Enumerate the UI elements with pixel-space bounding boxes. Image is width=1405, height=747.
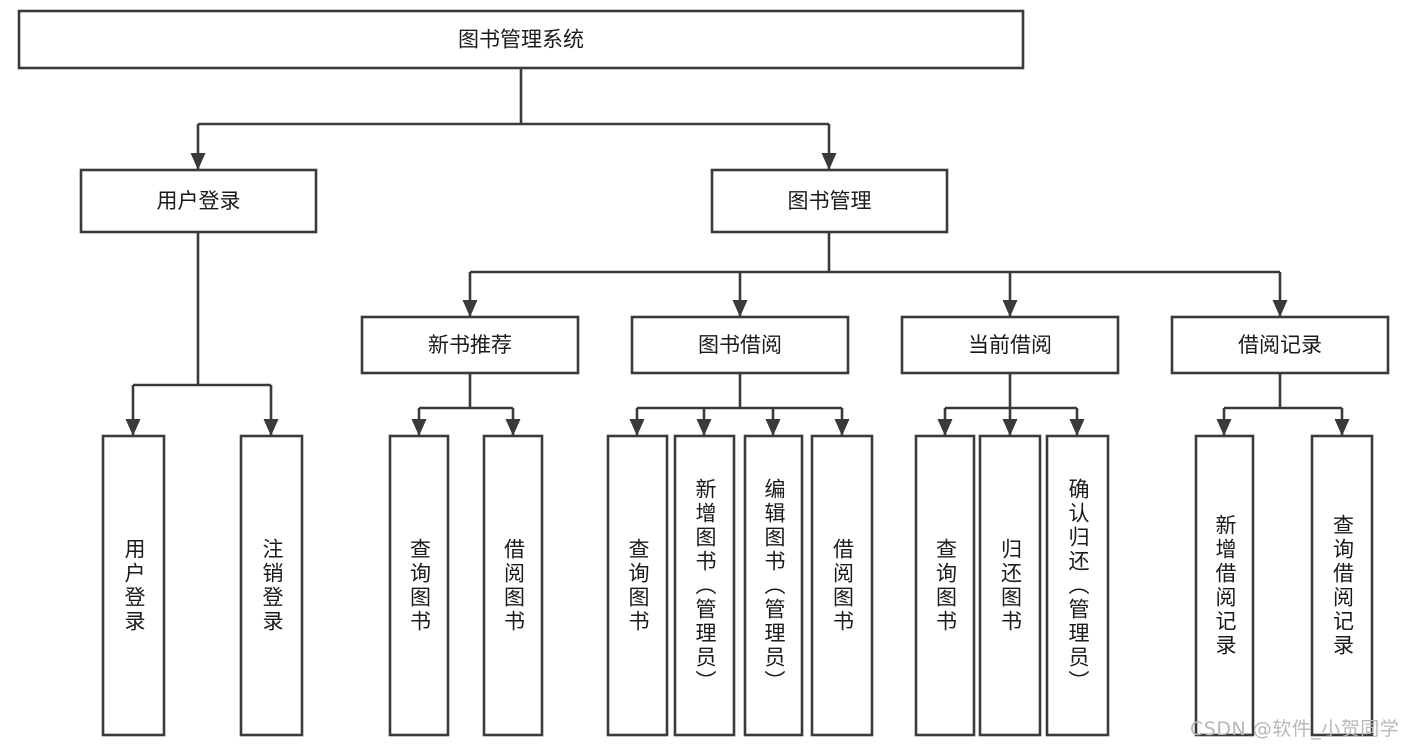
arrow-head-icon (411, 419, 427, 436)
node-box-borrow-record[interactable] (1170, 315, 1390, 375)
node-leaf-borrow-book-rec[interactable] (482, 434, 544, 737)
node-book-manage[interactable]: 图书管理 (710, 168, 949, 234)
node-root[interactable]: 图书管理系统 (17, 9, 1025, 70)
arrow-head-icon (505, 419, 521, 436)
node-label-root: 图书管理系统 (458, 28, 584, 52)
node-box-current-borrow[interactable] (900, 315, 1120, 375)
node-box-leaf-edit-book[interactable] (743, 434, 804, 737)
node-box-user-login[interactable] (79, 168, 318, 234)
node-current-borrow[interactable]: 当前借阅 (900, 315, 1120, 375)
node-leaf-query-book-borrow[interactable] (606, 434, 669, 737)
node-leaf-query-book-rec[interactable] (388, 434, 450, 737)
node-leaf-edit-book[interactable] (743, 434, 804, 737)
csdn-watermark: CSDN @软件_小贺同学 (1190, 718, 1400, 740)
arrow-head-icon (1216, 419, 1232, 436)
node-box-book-manage[interactable] (710, 168, 949, 234)
node-label-borrow-record: 借阅记录 (1238, 333, 1322, 357)
node-box-book-borrow[interactable] (630, 315, 850, 375)
node-leaf-add-record[interactable] (1194, 434, 1255, 737)
arrow-head-icon (462, 300, 478, 317)
arrow-head-icon (834, 419, 850, 436)
connector-edges-layer (125, 68, 1350, 436)
node-box-leaf-user-login[interactable] (101, 434, 166, 737)
node-label-book-borrow: 图书借阅 (698, 333, 782, 357)
node-borrow-record[interactable]: 借阅记录 (1170, 315, 1390, 375)
node-leaf-return-book[interactable] (978, 434, 1042, 737)
node-box-leaf-query-record[interactable] (1310, 434, 1374, 737)
node-leaf-user-login[interactable] (101, 434, 166, 737)
arrow-head-icon (1272, 300, 1288, 317)
node-leaf-borrow-book[interactable] (810, 434, 874, 737)
arrow-head-icon (937, 419, 953, 436)
arrow-head-icon (125, 419, 141, 436)
arrow-head-icon (1334, 419, 1350, 436)
node-box-leaf-borrow-book[interactable] (810, 434, 874, 737)
node-box-leaf-logout[interactable] (239, 434, 304, 737)
node-box-leaf-query-book-current[interactable] (914, 434, 976, 737)
node-leaf-add-book[interactable] (673, 434, 736, 737)
node-box-new-book-rec[interactable] (360, 315, 580, 375)
node-book-borrow[interactable]: 图书借阅 (630, 315, 850, 375)
arrow-head-icon (732, 300, 748, 317)
arrow-head-icon (190, 153, 206, 170)
node-label-current-borrow: 当前借阅 (968, 333, 1052, 357)
arrow-head-icon (765, 419, 781, 436)
node-box-leaf-confirm-return[interactable] (1045, 434, 1110, 737)
node-leaf-confirm-return[interactable] (1045, 434, 1110, 737)
node-box-leaf-borrow-book-rec[interactable] (482, 434, 544, 737)
node-box-leaf-return-book[interactable] (978, 434, 1042, 737)
node-box-leaf-add-book[interactable] (673, 434, 736, 737)
node-label-new-book-rec: 新书推荐 (428, 333, 512, 357)
node-new-book-rec[interactable]: 新书推荐 (360, 315, 580, 375)
node-box-leaf-query-book-rec[interactable] (388, 434, 450, 737)
node-leaf-query-record[interactable] (1310, 434, 1374, 737)
arrow-head-icon (696, 419, 712, 436)
node-user-login[interactable]: 用户登录 (79, 168, 318, 234)
arrow-head-icon (821, 153, 837, 170)
node-leaf-query-book-current[interactable] (914, 434, 976, 737)
node-box-leaf-query-book-borrow[interactable] (606, 434, 669, 737)
node-label-user-login: 用户登录 (157, 189, 241, 213)
arrow-head-icon (1002, 300, 1018, 317)
arrow-head-icon (1002, 419, 1018, 436)
node-leaf-logout[interactable] (239, 434, 304, 737)
node-box-root[interactable] (17, 9, 1025, 70)
arrow-head-icon (1069, 419, 1085, 436)
arrow-head-icon (629, 419, 645, 436)
node-box-leaf-add-record[interactable] (1194, 434, 1255, 737)
node-label-book-manage: 图书管理 (788, 189, 872, 213)
arrow-head-icon (263, 419, 279, 436)
